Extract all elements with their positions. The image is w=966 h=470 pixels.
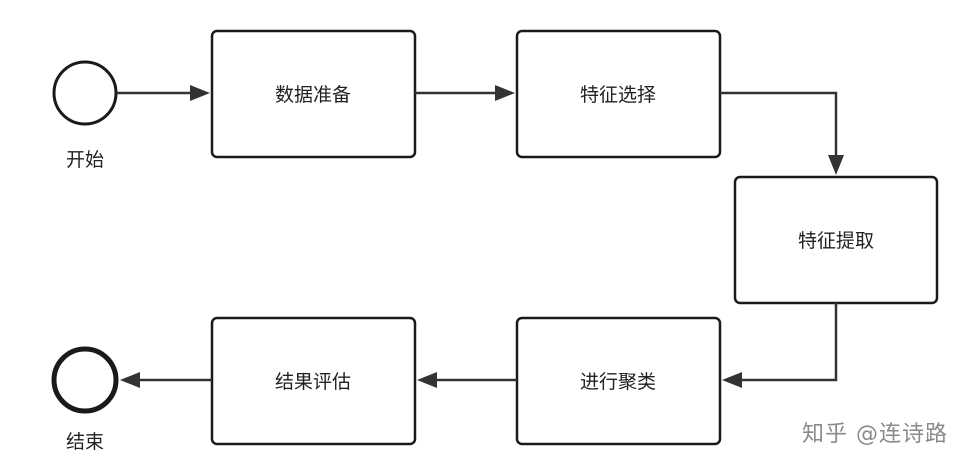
step-label: 特征提取 bbox=[798, 230, 874, 252]
step-data-preparation: 数据准备 bbox=[210, 29, 417, 159]
edge-line bbox=[740, 303, 838, 382]
edge-start-to-data-preparation bbox=[117, 85, 210, 101]
arrow-head bbox=[828, 155, 844, 175]
step-label: 特征选择 bbox=[580, 84, 656, 106]
end-label: 结束 bbox=[66, 431, 104, 453]
edge-result-evaluation-to-end bbox=[120, 372, 212, 388]
arrow-head bbox=[722, 372, 742, 388]
end-event: 结束 bbox=[51, 346, 119, 453]
end-circle bbox=[51, 346, 119, 414]
watermark: 知乎 @连诗路 bbox=[802, 422, 948, 447]
edge-data-preparation-to-feature-selection bbox=[415, 85, 515, 101]
edge-feature-extraction-to-clustering bbox=[722, 303, 838, 388]
edge-line bbox=[720, 91, 838, 157]
arrow-head bbox=[417, 372, 437, 388]
start-label: 开始 bbox=[66, 149, 104, 171]
arrow-head bbox=[120, 372, 140, 388]
edge-feature-selection-to-feature-extraction bbox=[720, 91, 844, 175]
arrow-head bbox=[190, 85, 210, 101]
step-feature-selection: 特征选择 bbox=[515, 29, 722, 159]
step-label: 进行聚类 bbox=[580, 371, 656, 393]
start-circle bbox=[52, 60, 118, 126]
step-label: 结果评估 bbox=[275, 371, 351, 393]
step-result-evaluation: 结果评估 bbox=[210, 316, 417, 446]
step-feature-extraction: 特征提取 bbox=[733, 175, 939, 305]
step-clustering: 进行聚类 bbox=[515, 316, 722, 446]
step-label: 数据准备 bbox=[275, 84, 351, 106]
start-event: 开始 bbox=[52, 60, 118, 171]
arrow-head bbox=[495, 85, 515, 101]
edge-clustering-to-result-evaluation bbox=[417, 372, 517, 388]
